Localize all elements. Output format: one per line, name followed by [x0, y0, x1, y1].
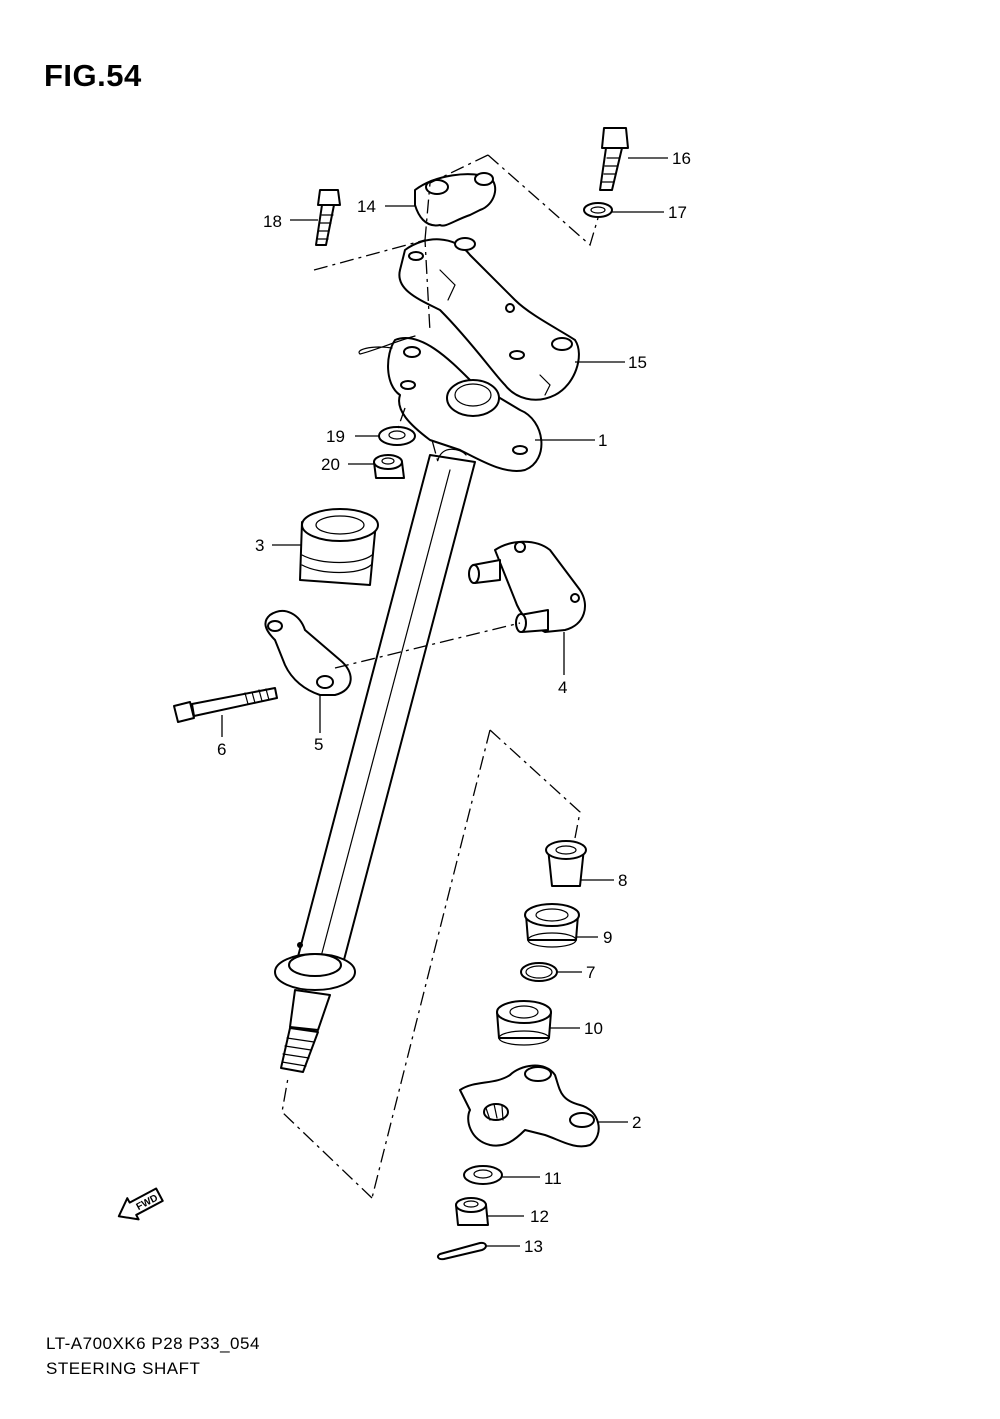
part-13-cotter-pin — [436, 1241, 487, 1261]
part-9-bearing — [524, 903, 580, 948]
leader-lines — [221, 157, 668, 1247]
part-7-o-ring — [520, 962, 558, 982]
part-16-bolt — [599, 127, 629, 191]
callout-8: 8 — [618, 871, 627, 890]
fwd-arrow-icon: FWD — [117, 1187, 164, 1221]
callout-12: 12 — [530, 1207, 549, 1226]
callout-9: 9 — [603, 928, 612, 947]
diagram-code: LT-A700XK6 P28 P33_054 — [46, 1334, 260, 1353]
callout-numbers: 1 15 14 18 16 17 19 20 3 4 5 6 8 9 7 10 … — [217, 149, 691, 1256]
part-19-washer — [378, 426, 416, 446]
callout-16: 16 — [672, 149, 691, 168]
callout-19: 19 — [326, 427, 345, 446]
callout-2: 2 — [632, 1113, 641, 1132]
callout-7: 7 — [586, 963, 595, 982]
part-1-steering-bracket — [358, 335, 543, 472]
callout-15: 15 — [628, 353, 647, 372]
part-14-handlebar-clamp — [414, 172, 497, 227]
callout-6: 6 — [217, 740, 226, 759]
callout-20: 20 — [321, 455, 340, 474]
callout-3: 3 — [255, 536, 264, 555]
part-4-shaft-holder — [468, 540, 586, 633]
callout-4: 4 — [558, 678, 567, 697]
callout-17: 17 — [668, 203, 687, 222]
callout-5: 5 — [314, 735, 323, 754]
callout-18: 18 — [263, 212, 282, 231]
part-12-nut — [455, 1197, 489, 1226]
assembly-guide-lines — [281, 154, 599, 1199]
figure-title: FIG.54 — [44, 58, 142, 93]
part-3-bushing — [299, 508, 379, 586]
part-6-bolt — [173, 687, 278, 723]
callout-13: 13 — [524, 1237, 543, 1256]
part-15-handlebar-holder — [398, 237, 580, 401]
part-20-nut — [373, 454, 405, 479]
part-18-bolt — [315, 189, 341, 246]
callout-14: 14 — [357, 197, 376, 216]
part-10-bearing — [496, 1000, 552, 1046]
diagram-name: STEERING SHAFT — [46, 1359, 201, 1378]
part-11-washer — [463, 1165, 503, 1185]
part-8-bushing — [545, 840, 587, 887]
steering-shaft — [274, 454, 476, 1073]
callout-11: 11 — [544, 1169, 562, 1188]
part-5-holder-clamp — [264, 610, 352, 696]
part-17-washer — [583, 202, 613, 218]
part-2-steering-arm — [459, 1064, 600, 1148]
callout-10: 10 — [584, 1019, 603, 1038]
callout-1: 1 — [598, 431, 607, 450]
